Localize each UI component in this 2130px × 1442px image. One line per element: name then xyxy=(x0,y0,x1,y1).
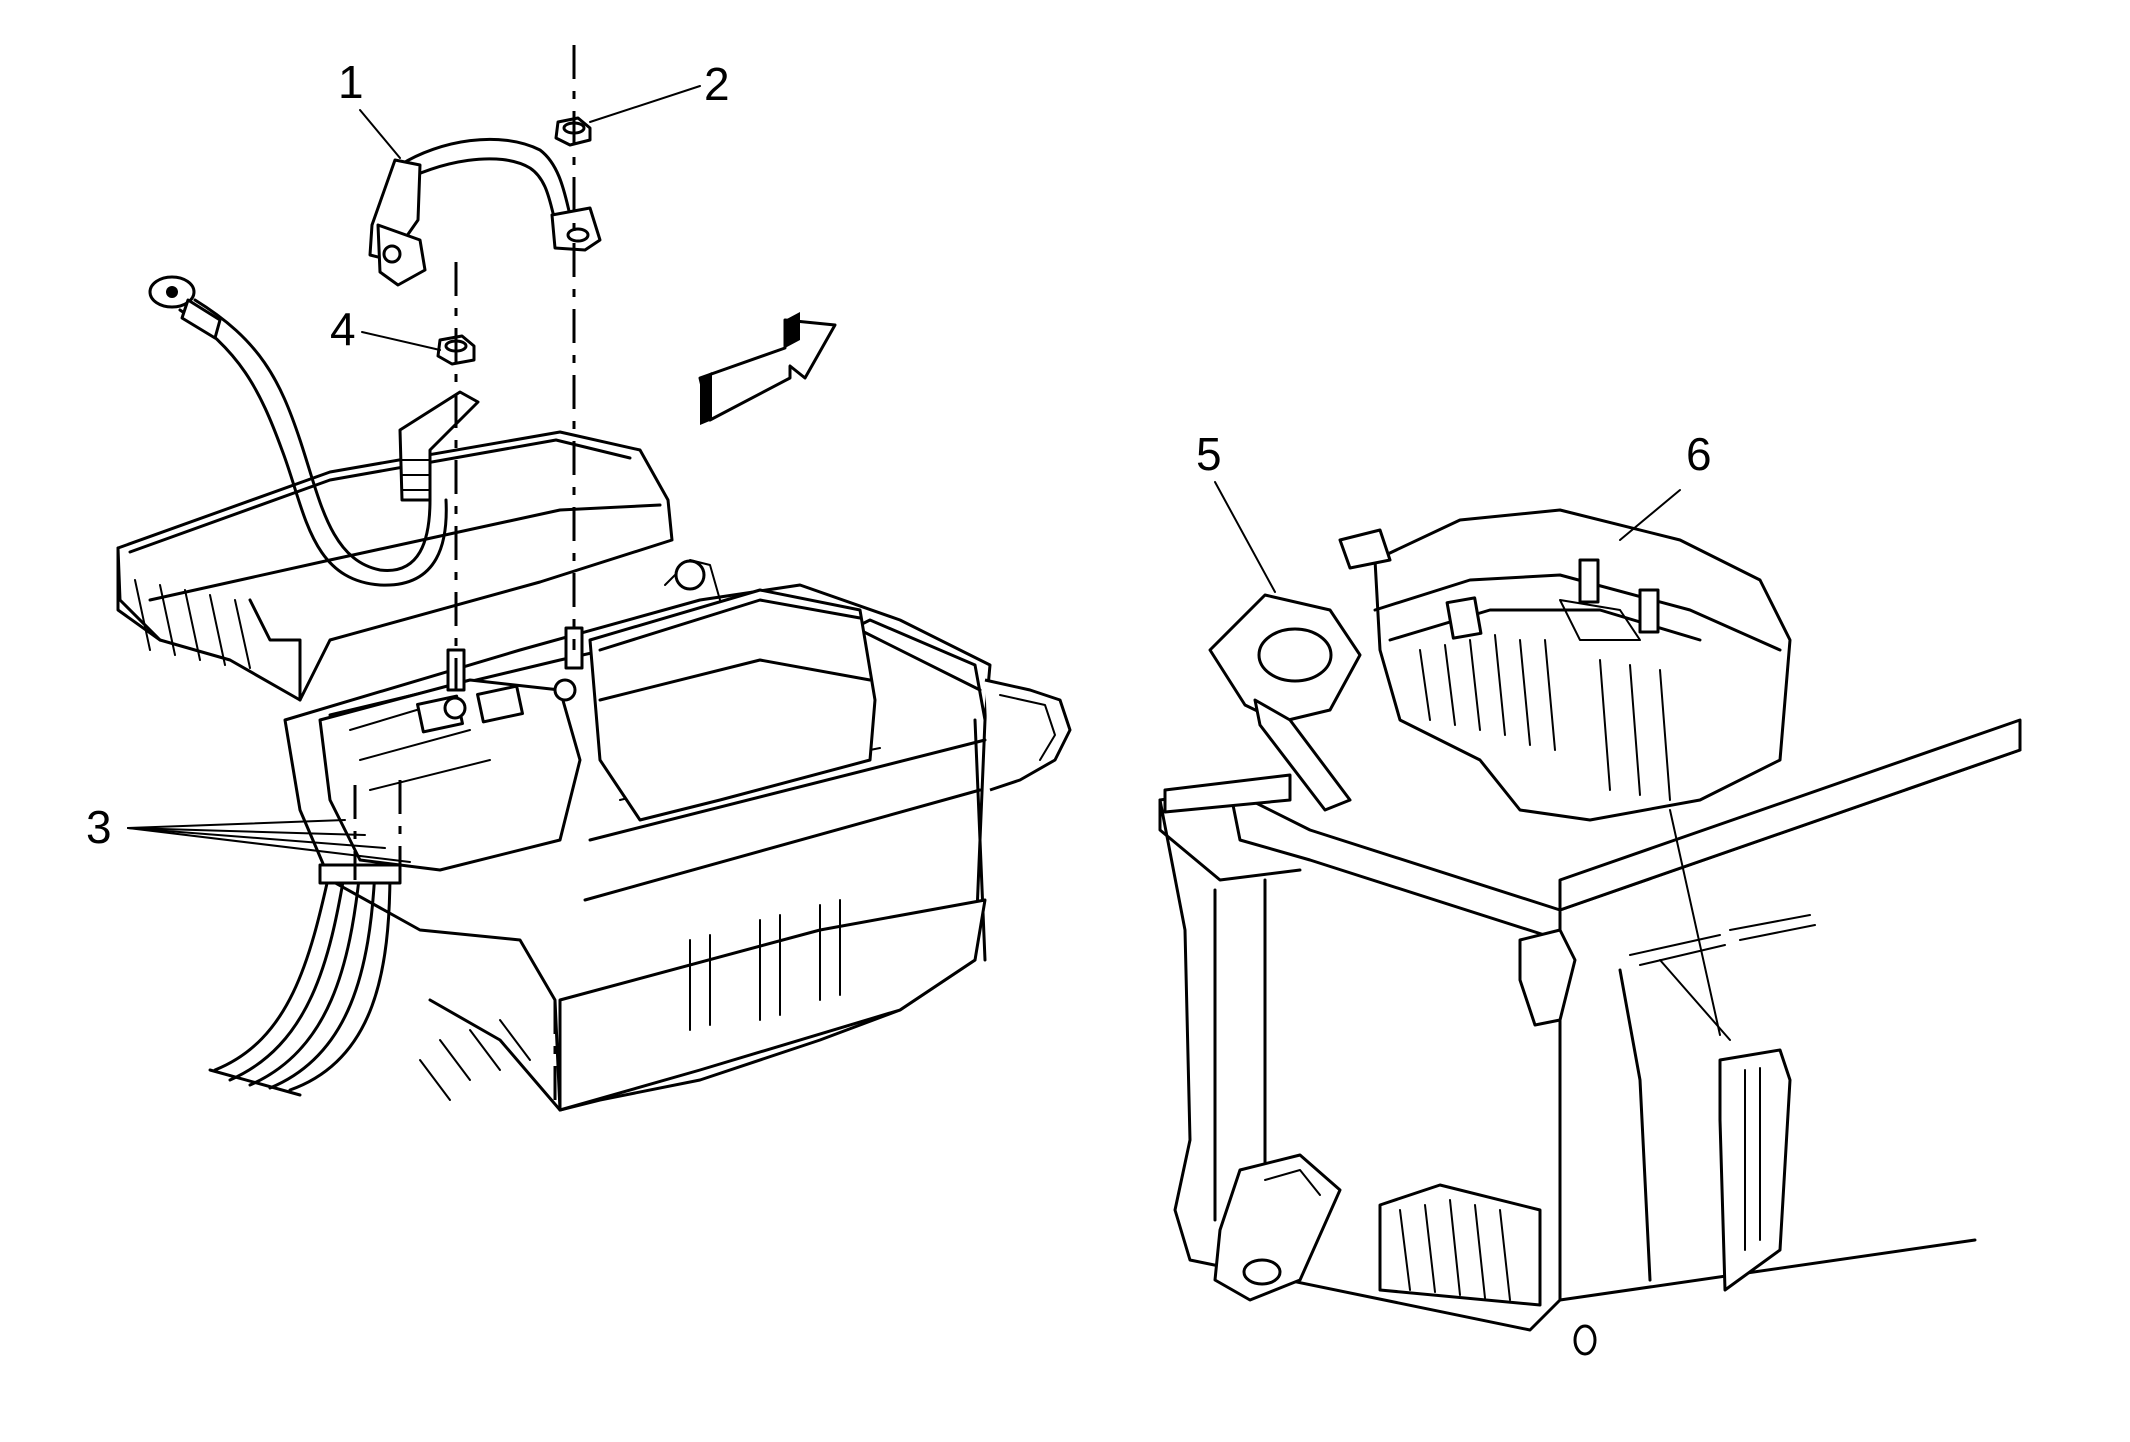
battery-cable-1 xyxy=(368,137,602,287)
leader-5 xyxy=(1214,481,1276,593)
leader-3b xyxy=(127,827,366,836)
callout-3: 3 xyxy=(86,801,112,853)
callout-2: 2 xyxy=(704,58,730,110)
leader-6-rail-b xyxy=(1659,959,1731,1041)
relay-module xyxy=(588,559,877,822)
leader-4 xyxy=(361,331,441,351)
fuse-block-module xyxy=(1338,508,1792,822)
leader-2 xyxy=(589,85,701,123)
callout-1: 1 xyxy=(338,56,364,108)
right-assembly xyxy=(1158,481,2022,1356)
retainer-strap xyxy=(1208,593,1362,812)
slide-rail xyxy=(1629,914,1816,1292)
callout-4: 4 xyxy=(330,303,356,355)
callout-6: 6 xyxy=(1686,428,1712,480)
leader-3c xyxy=(127,827,386,849)
leader-3d xyxy=(127,827,411,863)
mounting-bracket xyxy=(984,678,1072,792)
leader-6-rail-a xyxy=(1669,809,1721,1036)
battery-cable-long xyxy=(148,275,480,587)
leader-6 xyxy=(1619,489,1681,541)
lower-housing xyxy=(419,898,987,1112)
fuse-block-cover xyxy=(116,430,674,702)
battery-tray xyxy=(1158,748,2022,1356)
callout-5: 5 xyxy=(1196,428,1222,480)
front-direction-arrow-icon xyxy=(698,312,837,425)
leader-1 xyxy=(359,109,401,159)
wiring-harness xyxy=(208,863,402,1097)
terminal-cluster xyxy=(318,678,582,872)
left-assembly xyxy=(116,45,1072,1112)
leader-3a xyxy=(127,819,346,829)
tray-top-rail xyxy=(1163,718,2022,912)
